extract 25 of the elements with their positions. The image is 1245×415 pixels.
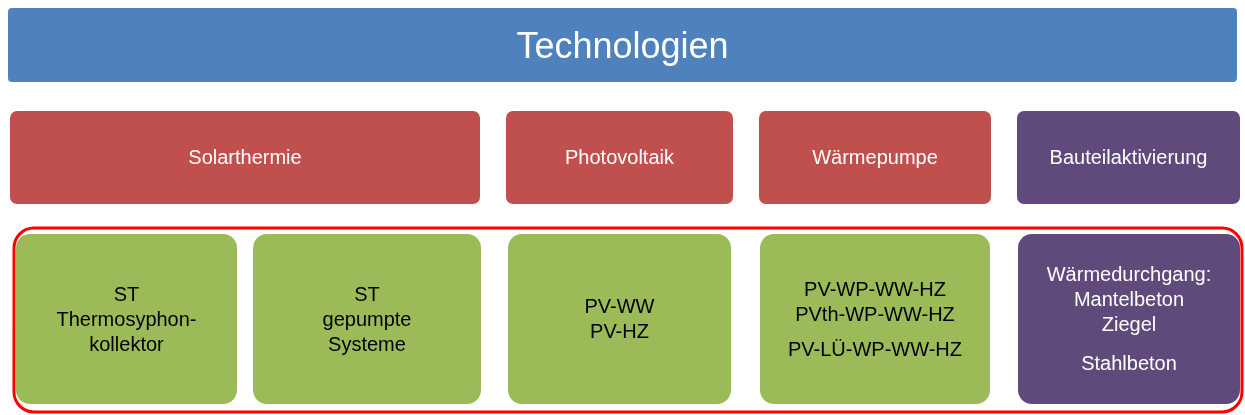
text-line: ST	[113, 281, 140, 307]
technology-box	[253, 234, 481, 404]
category-box: Photovoltaik	[506, 111, 733, 204]
text-line: PV-LÜ-WP-WW-HZ	[787, 336, 963, 362]
text-line: PVth-WP-WW-HZ	[795, 301, 955, 327]
technology-box	[760, 234, 990, 404]
technology-box	[508, 234, 731, 404]
text-line: PV-WW	[584, 294, 655, 319]
category-box: Wärmepumpe	[759, 111, 991, 204]
text-line: kollektor	[89, 331, 164, 357]
category-box: Solarthermie	[10, 111, 480, 204]
text-line: Thermosyphon-	[56, 306, 197, 332]
text-line: Wärmedurchgang:	[1046, 262, 1212, 287]
text-line: ST	[354, 281, 380, 307]
text-line: PV-WP-WW-HZ	[804, 276, 946, 302]
technology-box	[16, 234, 237, 404]
text-line: Ziegel	[1101, 312, 1157, 337]
technology-box	[1018, 234, 1240, 404]
text-line: Systeme	[328, 331, 406, 357]
category-box: Bauteilaktivierung	[1017, 111, 1240, 204]
text-line: PV-HZ	[590, 319, 649, 344]
title-banner: Technologien	[8, 8, 1237, 82]
text-line: Mantelbeton	[1073, 287, 1185, 312]
text-line: gepumpte	[322, 306, 412, 332]
text-line: Stahlbeton	[1081, 351, 1177, 376]
